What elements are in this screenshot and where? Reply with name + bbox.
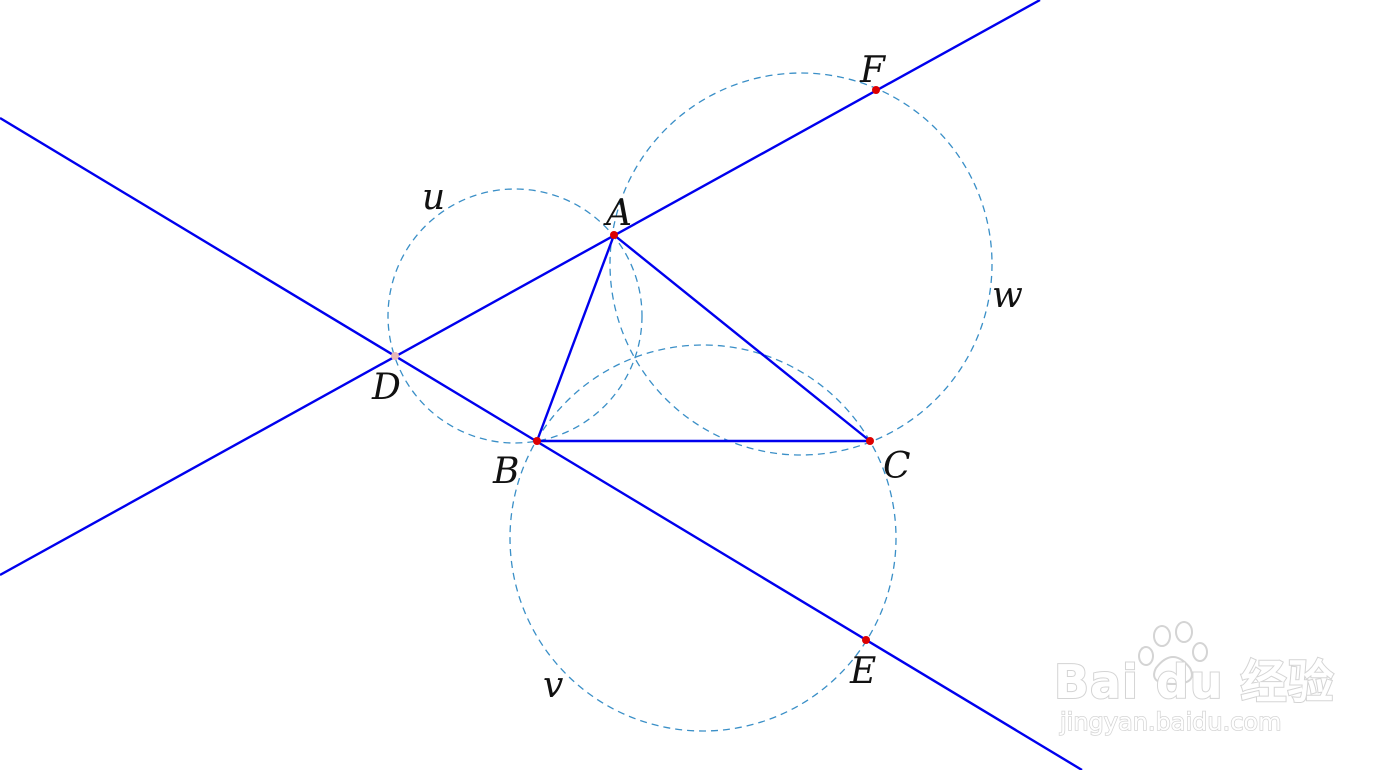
line-DE xyxy=(0,116,1083,770)
label-B: B xyxy=(492,451,519,492)
label-D: D xyxy=(371,367,401,408)
label-E: E xyxy=(849,651,876,692)
segment-AC xyxy=(613,234,871,442)
circle-w xyxy=(609,72,993,456)
label-w: w xyxy=(992,275,1023,316)
watermark-brand: Bai du 经验 xyxy=(1054,655,1335,709)
paw-icon xyxy=(1138,621,1208,686)
point-D[interactable] xyxy=(391,352,399,360)
point-E[interactable] xyxy=(862,636,870,644)
baidu-watermark: Bai du 经验 jingyan.baidu.com xyxy=(1053,621,1335,737)
point-C[interactable] xyxy=(866,437,874,445)
label-C: C xyxy=(883,446,911,487)
circle-u xyxy=(387,188,643,444)
point-F[interactable] xyxy=(872,86,880,94)
label-u: u xyxy=(422,177,445,218)
label-F: F xyxy=(859,50,887,91)
line-DF xyxy=(0,0,1041,577)
segment-AB xyxy=(535,234,616,442)
point-A[interactable] xyxy=(610,231,618,239)
watermark-url: jingyan.baidu.com xyxy=(1059,708,1281,736)
label-A: A xyxy=(603,193,632,234)
label-v: v xyxy=(543,665,563,706)
point-B[interactable] xyxy=(533,437,541,445)
circle-v xyxy=(509,344,897,732)
